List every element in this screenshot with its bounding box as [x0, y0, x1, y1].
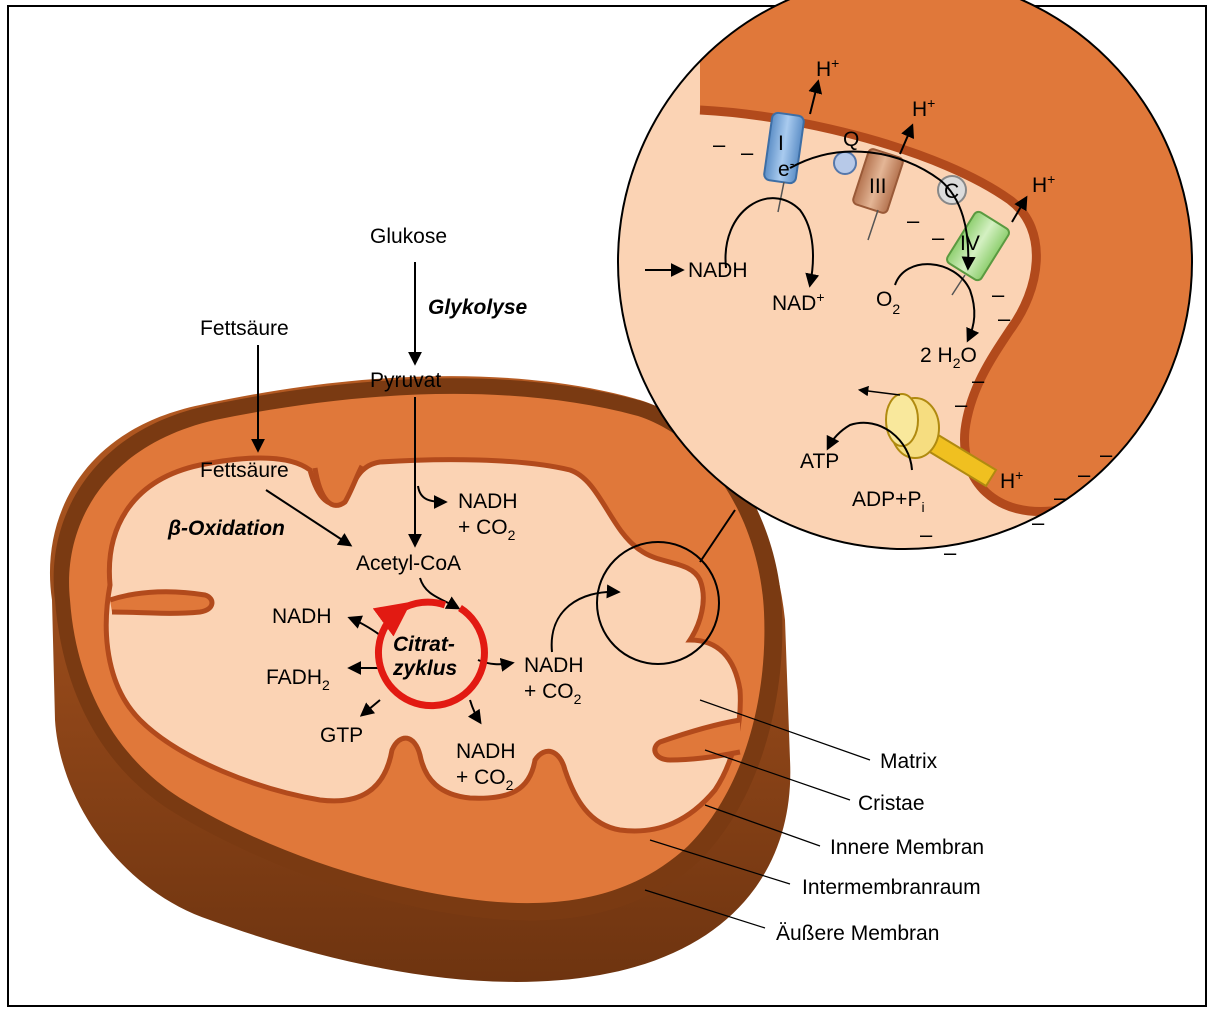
glycolysis-label: Glykolyse [428, 296, 528, 319]
cycle-co2-bottom-label: + CO2 [456, 766, 514, 793]
citrate-cycle-label-1: Citrat- [393, 633, 455, 656]
q-label: Q [843, 128, 859, 151]
minus-sign: – [944, 540, 957, 565]
minus-sign: – [1100, 442, 1113, 467]
fatty-acid-inside-label: Fettsäure [200, 459, 289, 482]
minus-sign: – [932, 225, 945, 250]
adp-label: ADP+Pi [852, 488, 925, 515]
legend-cristae: Cristae [858, 792, 925, 815]
ubiquinone-q [834, 152, 856, 174]
minus-sign: – [907, 208, 920, 233]
acetyl-coa-label: Acetyl-CoA [356, 552, 461, 575]
legend-inner-membrane: Innere Membran [830, 836, 984, 859]
glucose-label: Glukose [370, 225, 447, 248]
legend-outer-membrane: Äußere Membran [776, 922, 939, 945]
pdh-co2-label: + CO2 [458, 516, 516, 543]
crista-left [110, 592, 212, 614]
beta-oxidation-label: β-Oxidation [167, 517, 285, 540]
fatty-acid-outside-label: Fettsäure [200, 317, 289, 340]
minus-sign: – [1032, 510, 1045, 535]
cycle-co2-right-label: + CO2 [524, 680, 582, 707]
minus-sign: – [741, 140, 754, 165]
pdh-nadh-label: NADH [458, 490, 518, 513]
cycle-nadh-right-label: NADH [524, 654, 584, 677]
minus-sign: – [972, 368, 985, 393]
legend-intermembrane-space: Intermembranraum [802, 876, 981, 899]
minus-sign: – [998, 306, 1011, 331]
citrate-cycle-label-2: zyklus [392, 657, 457, 680]
cycle-gtp-label: GTP [320, 724, 363, 747]
minus-sign: – [955, 392, 968, 417]
minus-sign: – [713, 132, 726, 157]
atp-label: ATP [800, 450, 839, 473]
pyruvate-label: Pyruvat [370, 369, 441, 392]
c-label: C [944, 180, 959, 203]
minus-sign: – [920, 522, 933, 547]
cycle-fadh2-label: FADH2 [266, 666, 330, 693]
minus-sign: – [1078, 462, 1091, 487]
complex-iv-label: IV [960, 232, 980, 255]
complex-i-label: I [778, 132, 784, 155]
cycle-nadh-bottom-label: NADH [456, 740, 516, 763]
legend-matrix: Matrix [880, 750, 938, 773]
cycle-nadh-top-label: NADH [272, 605, 332, 628]
complex-iii-label: III [869, 175, 887, 198]
water-label: 2 H2O [920, 344, 977, 371]
inset-nadh-label: NADH [688, 259, 748, 282]
minus-sign: – [1054, 485, 1067, 510]
minus-sign: – [992, 282, 1005, 307]
